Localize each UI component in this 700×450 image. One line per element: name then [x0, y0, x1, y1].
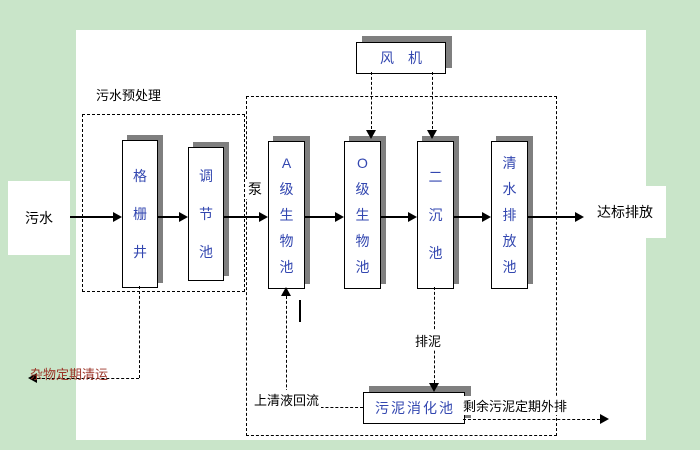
arrow-influent-to-grid-line	[70, 216, 113, 218]
arrow-sedimentation-to-clearwater-line	[453, 216, 482, 218]
fan-label: 风机	[380, 50, 436, 66]
arrow-clearwater-to-effluent-head	[575, 212, 584, 222]
sludge-digestion-tank-label: 污泥消化池	[375, 400, 455, 416]
debris-line-vertical	[139, 286, 140, 378]
excess-sludge-label: 剩余污泥定期外排	[461, 396, 570, 415]
arrow-grid-to-regulating-line	[157, 216, 179, 218]
arrow-regulating-to-abio-head	[259, 212, 268, 222]
pump-label: 泵	[246, 179, 264, 199]
a-level-bio-tank-label: A级生物池	[279, 155, 294, 275]
reflux-line-vertical	[286, 296, 287, 407]
tick-mark	[299, 300, 301, 322]
secondary-sedimentation-tank-label: 二沉池	[428, 169, 443, 261]
excess-sludge-line	[463, 419, 600, 420]
a-level-bio-tank: A级生物池	[268, 141, 305, 289]
arrow-grid-to-regulating-head	[179, 212, 188, 222]
regulating-tank-label: 调节池	[199, 168, 213, 260]
supernatant-reflux-label: 上清液回流	[252, 390, 322, 409]
debris-arrow-head	[28, 373, 37, 383]
main-treatment-group-box	[246, 96, 557, 436]
arrow-abio-to-obio-line	[304, 216, 335, 218]
sludge-discharge-label: 排泥	[413, 331, 444, 350]
fan-box: 风机	[356, 42, 446, 74]
effluent-label: 达标排放	[597, 204, 653, 220]
o-level-bio-tank: O级生物池	[344, 141, 381, 289]
grid-well-tank: 格栅井	[122, 140, 158, 288]
effluent-box: 达标排放	[584, 186, 666, 238]
arrow-clearwater-to-effluent-line	[527, 216, 575, 218]
influent-label: 污水	[25, 210, 53, 226]
influent-box: 污水	[8, 181, 70, 255]
arrow-obio-to-sedimentation-line	[380, 216, 408, 218]
pretreatment-label: 污水预处理	[96, 88, 162, 103]
excess-sludge-arrow-head	[600, 414, 609, 424]
o-level-bio-tank-label: O级生物池	[355, 155, 370, 275]
fan-air-line-left	[371, 72, 372, 129]
debris-line-horizontal	[37, 378, 139, 379]
arrow-sedimentation-to-clearwater-head	[482, 212, 491, 222]
pretreatment-group-box	[82, 114, 245, 292]
fan-air-arrow-left-head	[366, 130, 376, 139]
reflux-arrow-head	[281, 287, 291, 296]
reflux-line-horizontal	[286, 407, 363, 408]
clear-water-discharge-tank: 清水排放池	[491, 141, 528, 289]
arrow-influent-to-grid-head	[113, 212, 122, 222]
regulating-tank: 调节池	[188, 147, 224, 281]
fan-air-arrow-right-head	[427, 130, 437, 139]
sludge-discharge-arrow-head	[429, 383, 439, 392]
arrow-abio-to-obio-head	[335, 212, 344, 222]
sludge-digestion-tank: 污泥消化池	[363, 392, 465, 424]
arrow-regulating-to-abio-line	[223, 216, 259, 218]
grid-well-label: 格栅井	[133, 168, 147, 260]
clear-water-discharge-tank-label: 清水排放池	[502, 155, 517, 275]
arrow-obio-to-sedimentation-head	[408, 212, 417, 222]
debris-removal-label: 杂物定期清运	[30, 367, 109, 382]
secondary-sedimentation-tank: 二沉池	[417, 141, 454, 289]
fan-air-line-right	[432, 72, 433, 129]
